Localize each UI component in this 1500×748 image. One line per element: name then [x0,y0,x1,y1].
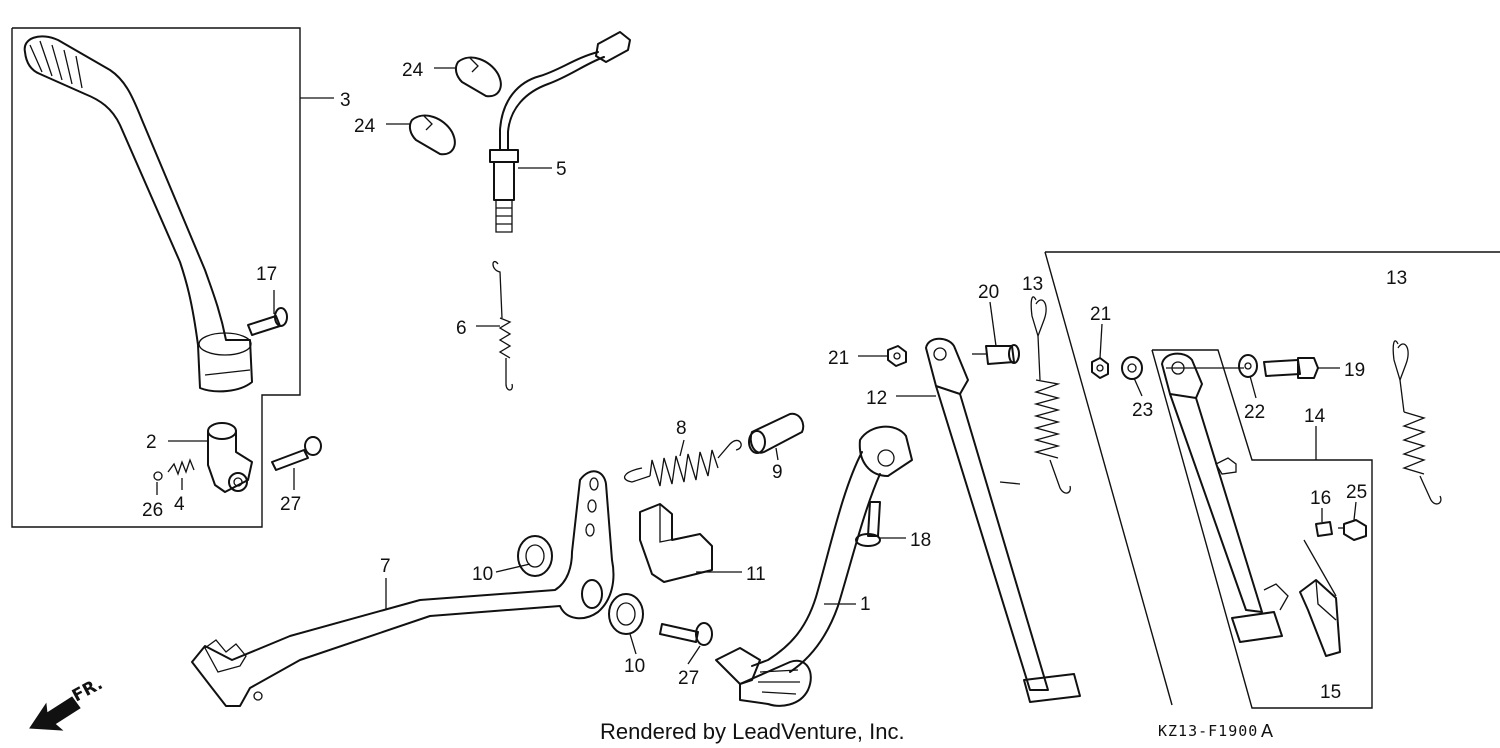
callout-2: 2 [146,432,157,453]
callout-26: 26 [142,500,163,521]
bolt-17-part [247,307,288,336]
spring-13b-part [1392,340,1442,505]
spring-8-part [623,439,742,487]
spring-6-part [492,260,513,391]
callout-12: 12 [866,388,887,409]
callout-15: 15 [1320,682,1341,703]
side-stand-frame [1044,251,1500,706]
callout-9: 9 [772,462,783,483]
callout-10a: 10 [472,564,493,585]
callout-3: 3 [340,90,351,111]
brake-pedal-7-part [191,470,615,707]
front-arrow-icon [29,696,81,731]
callout-8: 8 [676,418,687,439]
callout-22: 22 [1244,402,1265,423]
callout-23: 23 [1132,400,1153,421]
kick-spindle-part [207,422,253,493]
kick-starter-frame [11,27,301,528]
bolt-25-part [1338,519,1367,541]
callout-24a: 24 [402,60,424,81]
small-spring-4-part [167,458,195,476]
nut-21a-part [887,345,907,367]
callout-7: 7 [380,556,391,577]
seal-10b-part [608,593,644,635]
clip-24b-part [408,114,456,156]
leader-lines [156,67,1357,665]
bolt-27a-part [271,436,322,471]
rubber-11-part [639,503,713,583]
callout-11: 11 [746,564,766,585]
callout-1: 1 [860,594,871,615]
washer-22-part [1238,354,1258,378]
sleeve-9-part [748,412,805,454]
callout-5: 5 [556,159,567,180]
gearshift-pedal-1-part [715,425,913,707]
clip-24a-part [454,56,502,98]
side-stand-12-part [925,337,1081,703]
neutral-switch-5-part [489,31,631,233]
ball-26-part [153,471,163,481]
callout-21b: 21 [1090,304,1111,325]
callout-13b: 13 [1386,268,1407,289]
collar-16-part [1315,521,1333,537]
callout-21a: 21 [828,348,849,369]
callout-27a: 27 [280,494,301,515]
stand-assembly-frame [1151,349,1373,709]
callout-6: 6 [456,318,467,339]
bolt-18-part [855,501,881,547]
callout-labels: 3 17 2 4 26 27 24 24 5 6 8 9 11 10 10 27… [142,60,1407,703]
bolt-27b-part [659,622,713,646]
diagram-code: KZ13-F1900 [1158,722,1258,740]
pivot-bolt-20-part [972,344,1020,365]
callout-14: 14 [1304,406,1326,427]
seal-10a-part [517,535,553,577]
washer-23-part [1121,356,1143,380]
render-credit: Rendered by LeadVenture, Inc. [600,719,905,744]
stand-arm-14-part [1161,352,1289,643]
callout-13a: 13 [1022,274,1043,295]
bolt-19-part [1263,357,1319,379]
callout-27b: 27 [678,668,699,689]
callout-20: 20 [978,282,999,303]
nut-21b-part [1091,357,1109,379]
diagram-code-suffix: A [1261,721,1273,741]
rubber-pad-15-part [1299,539,1341,657]
callout-18: 18 [910,530,931,551]
callout-10b: 10 [624,656,645,677]
kick-starter-arm-part [23,35,253,393]
callout-25: 25 [1346,482,1367,503]
callout-16: 16 [1310,488,1331,509]
callout-4: 4 [174,494,185,515]
spring-13a-part [1030,296,1071,494]
front-direction-marker: FR. [29,674,106,731]
callout-24b: 24 [354,116,376,137]
callout-17: 17 [256,264,277,285]
callout-19: 19 [1344,360,1365,381]
